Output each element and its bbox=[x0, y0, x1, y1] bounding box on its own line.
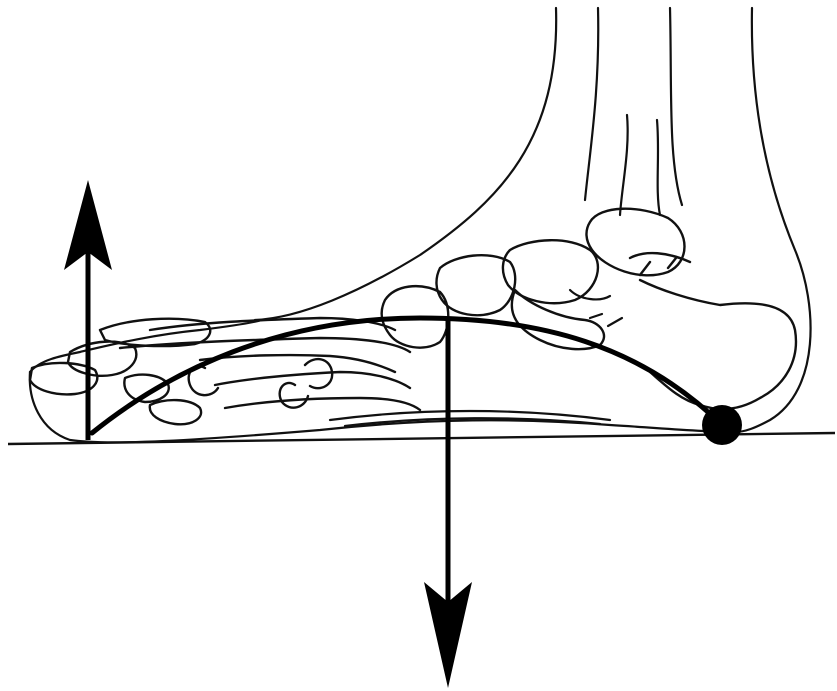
arrow-up-icon bbox=[64, 180, 112, 440]
navicular-bone bbox=[503, 240, 598, 303]
calcaneus-bone bbox=[640, 280, 796, 409]
sole-outline bbox=[30, 372, 735, 442]
leg-front-outline bbox=[255, 8, 556, 320]
arrow-down-icon bbox=[424, 318, 472, 688]
plantar-fascia bbox=[330, 411, 610, 426]
arch-truss-curve bbox=[92, 318, 722, 433]
heel-contact-point bbox=[702, 405, 742, 445]
fibula-outline bbox=[620, 115, 660, 215]
ankle-joint bbox=[630, 253, 690, 275]
calcaneus-inner bbox=[570, 290, 622, 326]
metatarsal-heads bbox=[189, 359, 333, 408]
tibia-outline bbox=[585, 8, 682, 205]
leg-back-outline bbox=[735, 8, 811, 432]
